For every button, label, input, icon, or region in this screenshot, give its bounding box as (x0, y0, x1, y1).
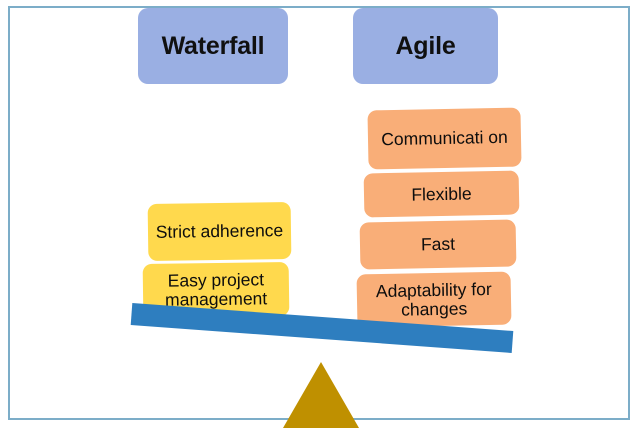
agile-item-fast-label: Fast (420, 233, 456, 255)
agile-item-communication: Communicati on (367, 107, 522, 170)
agile-item-flexible-label: Flexible (411, 183, 472, 205)
agile-item-fast: Fast (359, 219, 517, 270)
header-box-agile: Agile (353, 8, 498, 84)
header-label-waterfall: Waterfall (161, 31, 265, 60)
agile-item-communication-label: Communicati on (381, 127, 508, 150)
waterfall-item-strict-adherence: Strict adherence (147, 202, 292, 261)
waterfall-item-strict-adherence-label: Strict adherence (155, 220, 284, 243)
fulcrum-triangle (283, 362, 359, 428)
header-label-agile: Agile (395, 31, 456, 60)
agile-item-adaptability-label: Adaptability for changes (375, 278, 492, 320)
agile-item-flexible: Flexible (363, 170, 520, 218)
header-box-waterfall: Waterfall (138, 8, 288, 84)
slide-frame-border (8, 6, 630, 420)
waterfall-item-easy-project-management-label: Easy project management (164, 269, 268, 310)
agile-item-adaptability: Adaptability for changes (356, 271, 512, 328)
